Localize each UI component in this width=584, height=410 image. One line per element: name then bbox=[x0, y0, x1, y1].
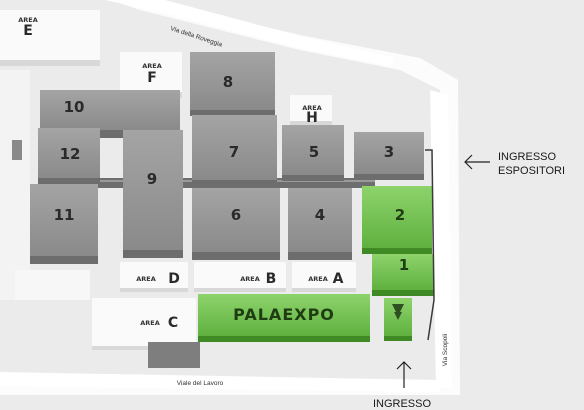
hall-5[interactable] bbox=[282, 125, 344, 175]
arrow-up-icon bbox=[396, 361, 412, 388]
hall-11[interactable] bbox=[30, 184, 98, 256]
palaexpo-hall[interactable] bbox=[198, 294, 370, 336]
fence-east bbox=[425, 149, 435, 341]
area-d-block bbox=[120, 262, 188, 288]
hall-9-label: 9 bbox=[147, 170, 157, 188]
hall-8-side bbox=[190, 110, 275, 116]
area-e-side bbox=[0, 60, 100, 66]
area-h-block bbox=[290, 95, 332, 121]
road-label-lavoro: Viale del Lavoro bbox=[177, 380, 224, 387]
area-a-word: AREA bbox=[308, 275, 328, 283]
hall-1[interactable] bbox=[372, 254, 434, 290]
main-entrance-label: INGRESSO bbox=[373, 398, 432, 410]
area-h-side bbox=[290, 121, 332, 125]
palaexpo-annex-side bbox=[384, 336, 412, 341]
hall-7-label: 7 bbox=[229, 143, 239, 161]
area-f-word: AREA bbox=[142, 62, 162, 70]
hall-10-side bbox=[40, 130, 180, 138]
area-a-letter: A bbox=[333, 271, 344, 287]
area-f-block bbox=[120, 52, 182, 92]
hall-10[interactable] bbox=[40, 90, 180, 130]
road-via-scopoli bbox=[430, 90, 452, 388]
hall-2[interactable] bbox=[362, 186, 432, 248]
hall-12[interactable] bbox=[38, 128, 100, 178]
area-d-letter: D bbox=[168, 271, 180, 287]
hall-5-label: 5 bbox=[309, 143, 319, 161]
area-b-letter: B bbox=[266, 271, 277, 287]
hall-4-side bbox=[288, 252, 352, 260]
hall-9-side bbox=[123, 250, 183, 258]
hall-8[interactable] bbox=[190, 52, 275, 110]
road-viale-del-lavoro bbox=[0, 372, 440, 392]
area-e-word: AREA bbox=[18, 16, 38, 24]
fair-logo-icon-2 bbox=[394, 312, 402, 320]
area-c-side bbox=[92, 346, 148, 350]
left-lot-2 bbox=[15, 270, 90, 300]
hall-11-side bbox=[30, 256, 98, 264]
palaexpo-label: PALAEXPO bbox=[233, 305, 335, 324]
area-e-letter: E bbox=[23, 23, 33, 39]
left-lot bbox=[0, 70, 30, 300]
hall-7[interactable] bbox=[192, 115, 277, 180]
area-h-word: AREA bbox=[302, 104, 322, 112]
area-b-word: AREA bbox=[240, 275, 260, 283]
hall-4-label: 4 bbox=[315, 206, 325, 224]
area-c-letter: C bbox=[168, 315, 178, 331]
hall-12-label: 12 bbox=[60, 145, 81, 163]
hall-6[interactable] bbox=[192, 188, 280, 252]
area-c-word: AREA bbox=[140, 319, 160, 327]
hall-2-label: 2 bbox=[395, 206, 405, 224]
hall-7-side bbox=[192, 180, 277, 186]
hall-10-label: 10 bbox=[64, 98, 85, 116]
area-f-letter: F bbox=[147, 70, 157, 86]
hall-3-side bbox=[354, 174, 424, 180]
area-c-dark-block bbox=[148, 342, 200, 368]
area-d-side bbox=[120, 288, 188, 292]
area-c-block bbox=[92, 298, 196, 346]
hall-12-side bbox=[38, 178, 100, 184]
hall-4[interactable] bbox=[288, 188, 352, 252]
hall-9[interactable] bbox=[123, 130, 183, 250]
area-a-side bbox=[292, 288, 356, 292]
exhibitors-entrance-line2: ESPOSITORI bbox=[498, 165, 565, 177]
palaexpo-side bbox=[198, 336, 370, 342]
arrow-left-icon bbox=[464, 154, 490, 170]
area-a-block bbox=[292, 262, 356, 288]
hall-8-label: 8 bbox=[223, 73, 233, 91]
hall-3-label: 3 bbox=[384, 143, 394, 161]
hall-3[interactable] bbox=[354, 132, 424, 174]
area-b-side bbox=[194, 288, 286, 292]
hall-6-label: 6 bbox=[231, 206, 241, 224]
hall-1-side bbox=[372, 290, 434, 296]
area-h-letter: H bbox=[306, 110, 318, 126]
area-d-word: AREA bbox=[136, 275, 156, 283]
area-e-block bbox=[0, 10, 100, 60]
road-label-scopoli: Via Scopoli bbox=[442, 334, 449, 366]
hall-5-side bbox=[282, 175, 344, 181]
area-b-block bbox=[194, 262, 286, 288]
exhibitors-entrance-line1: INGRESSO bbox=[498, 151, 557, 163]
fair-logo-icon bbox=[392, 304, 404, 316]
small-building bbox=[12, 140, 22, 160]
hall-11-label: 11 bbox=[54, 206, 75, 224]
road-via-della-roveggia bbox=[105, 0, 395, 66]
hall-1-label: 1 bbox=[399, 256, 409, 274]
hall-6-side bbox=[192, 252, 280, 260]
hall-2-side bbox=[362, 248, 432, 254]
